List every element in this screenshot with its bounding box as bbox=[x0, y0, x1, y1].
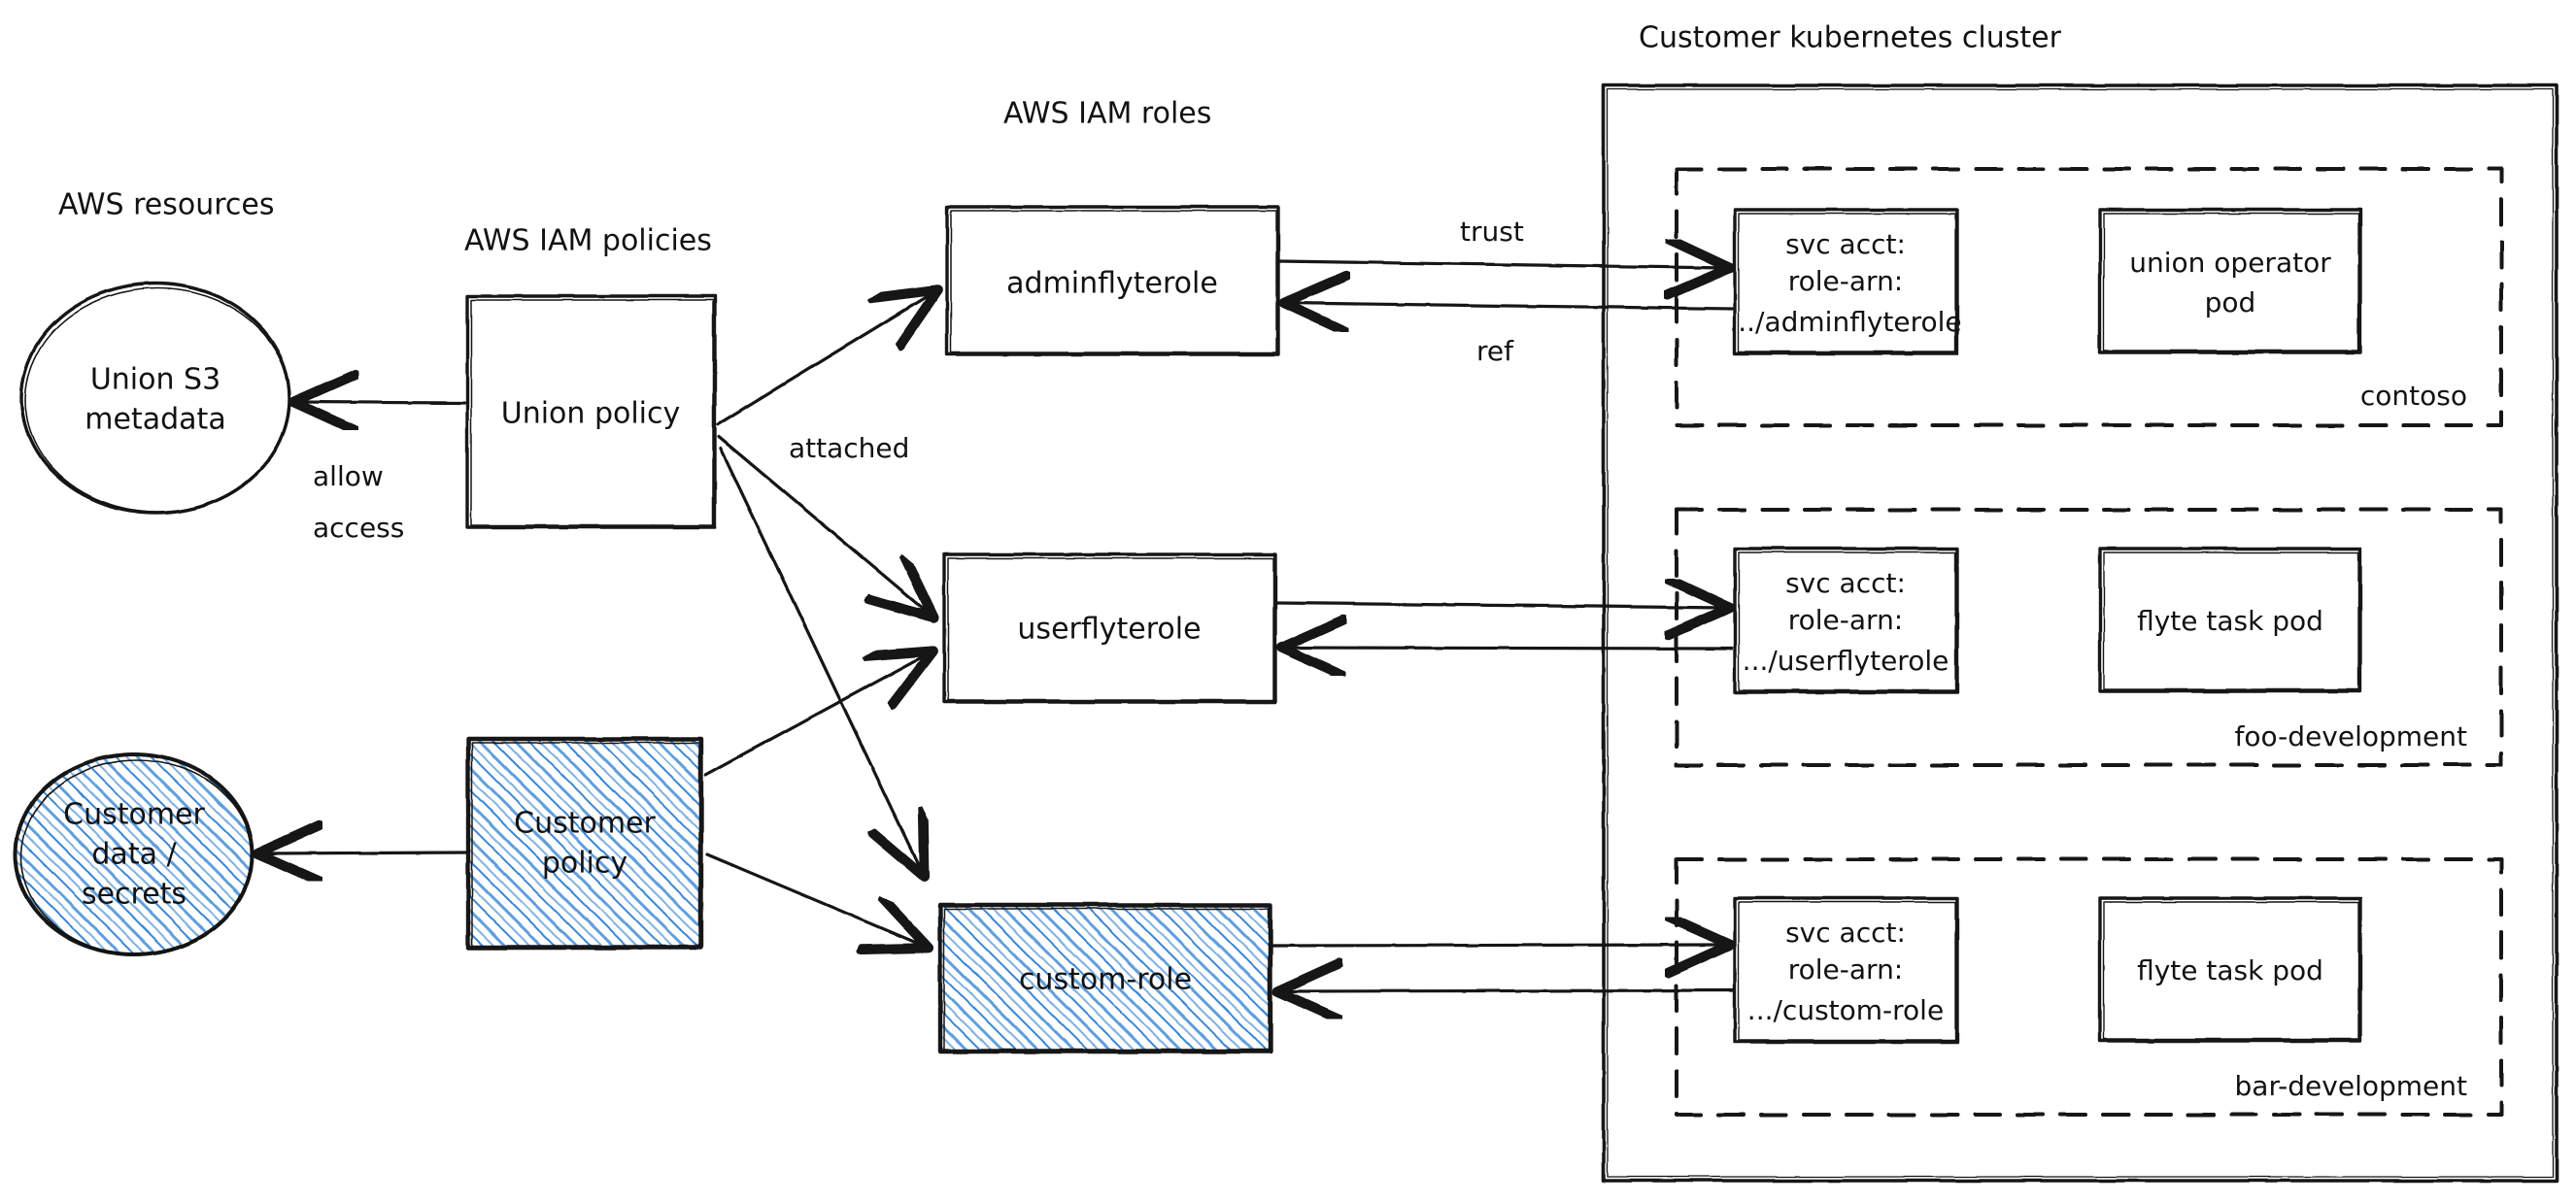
shape-role-custom-role bbox=[937, 902, 1273, 1054]
edge-label-ref: ref bbox=[1476, 335, 1514, 367]
svg-text:flyte task pod: flyte task pod bbox=[2137, 954, 2323, 986]
svg-text:Customer: Customer bbox=[514, 807, 656, 841]
svg-text:.../adminflyterole: .../adminflyterole bbox=[1729, 306, 1961, 338]
label-role-adminflyterole: adminflyterole bbox=[1006, 267, 1218, 301]
svg-text:data /: data / bbox=[91, 838, 177, 872]
svc-acct-box-contoso bbox=[1733, 208, 1959, 355]
pod-box-flyte-task-bar bbox=[2098, 896, 2362, 1043]
svg-text:svc acct:: svc acct: bbox=[1785, 917, 1906, 949]
edge-union-policy-to-adminrole bbox=[716, 291, 935, 426]
svg-text:secrets: secrets bbox=[82, 878, 186, 912]
label-customer-policy: Customer policy bbox=[514, 807, 656, 881]
svg-text:metadata: metadata bbox=[85, 403, 225, 437]
svc-acct-text-bar: svc acct: role-arn: .../custom-role bbox=[1747, 917, 1944, 1026]
edge-union-policy-to-s3 bbox=[296, 402, 466, 403]
shape-role-userflyterole bbox=[942, 552, 1277, 704]
namespace-label-contoso: contoso bbox=[2360, 380, 2467, 412]
label-customer-data: Customer data / secrets bbox=[63, 798, 205, 912]
edge-customer-policy-to-userrole bbox=[703, 652, 931, 777]
edge-union-policy-to-userrole bbox=[717, 435, 932, 616]
svc-acct-text-foo: svc acct: role-arn: .../userflyterole bbox=[1743, 567, 1949, 677]
pod-text-flyte-task-bar: flyte task pod bbox=[2137, 954, 2323, 986]
edge-label-allow: allow bbox=[313, 460, 384, 492]
shape-union-s3 bbox=[19, 282, 291, 515]
svg-text:Union S3: Union S3 bbox=[90, 363, 220, 397]
label-role-userflyterole: userflyterole bbox=[1017, 613, 1201, 647]
pod-text-flyte-task-foo: flyte task pod bbox=[2137, 605, 2323, 637]
pod-box-flyte-task-foo bbox=[2098, 547, 2362, 693]
edge-label-attached: attached bbox=[789, 432, 909, 464]
shape-customer-policy bbox=[465, 736, 704, 951]
edge-trust-foo bbox=[1275, 603, 1727, 608]
svg-text:role-arn:: role-arn: bbox=[1788, 604, 1904, 636]
svg-text:flyte task pod: flyte task pod bbox=[2137, 605, 2323, 637]
label-union-policy: Union policy bbox=[501, 397, 681, 431]
edge-ref-bar bbox=[1280, 990, 1734, 991]
group-title-aws-iam-policies: AWS IAM policies bbox=[464, 224, 712, 258]
svg-text:svc acct:: svc acct: bbox=[1785, 228, 1906, 260]
namespace-label-bar-development: bar-development bbox=[2235, 1070, 2467, 1102]
group-title-k8s-cluster: Customer kubernetes cluster bbox=[1639, 21, 2062, 55]
edge-ref-contoso bbox=[1287, 303, 1734, 309]
edge-trust-bar bbox=[1271, 945, 1727, 946]
pod-box-union-operator bbox=[2098, 208, 2362, 354]
edge-customer-policy-to-data bbox=[260, 852, 467, 853]
namespace-bar-development bbox=[1675, 857, 2503, 1117]
svg-text:.../custom-role: .../custom-role bbox=[1747, 994, 1944, 1026]
edge-customer-policy-to-customrole bbox=[705, 852, 926, 947]
svg-text:Customer: Customer bbox=[63, 798, 205, 832]
label-role-custom-role: custom-role bbox=[1019, 963, 1192, 997]
shape-union-policy bbox=[465, 294, 717, 529]
svg-text:policy: policy bbox=[542, 847, 627, 881]
edge-trust-contoso bbox=[1277, 261, 1727, 268]
svc-acct-text-contoso: svc acct: role-arn: .../adminflyterole bbox=[1729, 228, 1961, 338]
edge-label-access: access bbox=[313, 512, 404, 544]
svg-text:svc acct:: svc acct: bbox=[1785, 567, 1906, 599]
label-union-s3: Union S3 metadata bbox=[85, 363, 225, 437]
svc-acct-box-bar bbox=[1733, 896, 1959, 1044]
svg-text:.../userflyterole: .../userflyterole bbox=[1743, 645, 1949, 677]
shape-customer-data bbox=[14, 752, 254, 956]
namespace-label-foo-development: foo-development bbox=[2235, 720, 2467, 752]
svg-text:union operator: union operator bbox=[2129, 247, 2331, 279]
svg-text:role-arn:: role-arn: bbox=[1788, 953, 1904, 986]
group-title-aws-iam-roles: AWS IAM roles bbox=[1003, 97, 1211, 131]
cluster-box bbox=[1602, 84, 2559, 1183]
svc-acct-box-foo bbox=[1733, 547, 1959, 694]
shape-role-adminflyterole bbox=[945, 205, 1280, 356]
svg-text:role-arn:: role-arn: bbox=[1788, 265, 1904, 297]
group-title-aws-resources: AWS resources bbox=[58, 188, 275, 222]
pod-text-union-operator: union operator pod bbox=[2129, 247, 2331, 318]
edge-label-trust: trust bbox=[1460, 216, 1524, 248]
edge-ref-foo bbox=[1284, 648, 1734, 649]
edge-union-policy-to-customrole bbox=[719, 447, 923, 874]
svg-text:pod: pod bbox=[2205, 286, 2256, 318]
